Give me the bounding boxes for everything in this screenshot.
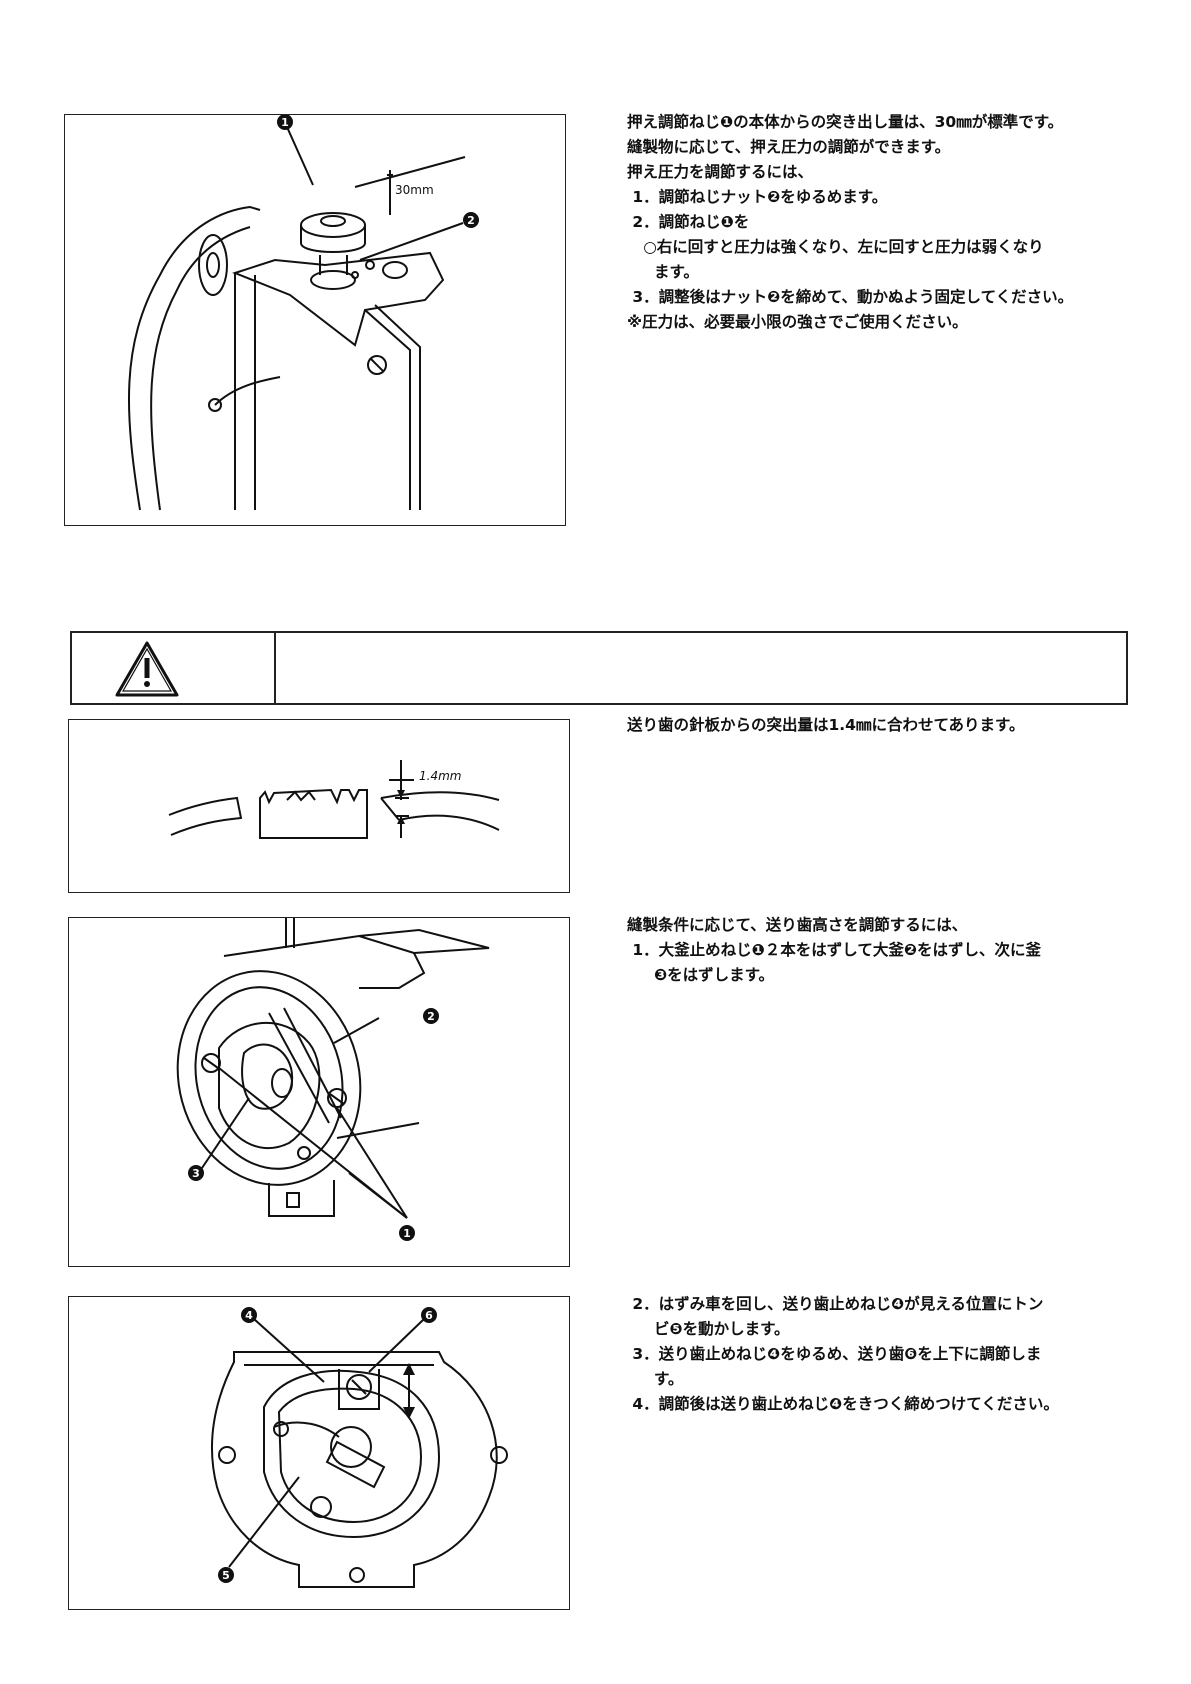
instruction-line: 1．大釜止めねじ❶２本をはずして大釜❷をはずし、次に釜 xyxy=(627,941,1041,959)
warning-icon-cell xyxy=(72,633,276,703)
instruction-line: ○右に回すと圧力は強くなり、左に回すと圧力は弱くなり xyxy=(627,238,1044,256)
feed-dog-adjust-figure: 4 6 5 xyxy=(68,1296,570,1610)
callout-marker-1: 1 xyxy=(277,115,293,130)
instruction-line: 押え調節ねじ❶の本体からの突き出し量は、30㎜が標準です。 xyxy=(627,113,1064,131)
instruction-line: 4．調節後は送り歯止めねじ❹をきつく締めつけてください。 xyxy=(627,1395,1059,1413)
feed-dog-height-figure: 1.4mm xyxy=(68,719,570,893)
svg-text:2: 2 xyxy=(427,1010,435,1023)
callout-marker-6: 6 xyxy=(421,1307,437,1323)
hook-removal-figure: 2 3 1 xyxy=(68,917,570,1267)
svg-text:4: 4 xyxy=(245,1309,253,1322)
instruction-line: 縫製物に応じて、押え圧力の調節ができます。 xyxy=(627,138,951,156)
instruction-line: 1．調節ねじナット❷をゆるめます。 xyxy=(627,188,888,206)
instruction-line: 押え圧力を調節するには、 xyxy=(627,163,814,181)
instruction-line: ビ❺を動かします。 xyxy=(627,1320,790,1338)
svg-text:2: 2 xyxy=(467,214,475,227)
callout-marker-5: 5 xyxy=(218,1567,234,1583)
feed-dog-adjust-illustration: 4 6 5 xyxy=(211,1307,508,1588)
presser-adjust-instructions: 押え調節ねじ❶の本体からの突き出し量は、30㎜が標準です。 縫製物に応じて、押え… xyxy=(627,110,1073,335)
svg-text:5: 5 xyxy=(222,1569,230,1582)
callout-marker-2: 2 xyxy=(463,212,479,228)
instruction-line: 3．送り歯止めねじ❹をゆるめ、送り歯❻を上下に調節しま xyxy=(627,1345,1042,1363)
instruction-line: 縫製条件に応じて、送り歯高さを調節するには、 xyxy=(627,916,968,934)
dimension-label-30mm: 30mm xyxy=(395,183,434,197)
instruction-line: 送り歯の針板からの突出量は1.4㎜に合わせてあります。 xyxy=(627,716,1025,734)
callout-marker-1: 1 xyxy=(399,1225,415,1241)
instruction-line: す。 xyxy=(627,1370,684,1388)
presser-adjust-illustration: 30mm 1 2 xyxy=(127,115,479,511)
instruction-line: 3．調整後はナット❷を締めて、動かぬよう固定してください。 xyxy=(627,288,1074,306)
hook-removal-illustration: 2 3 1 xyxy=(176,918,490,1241)
warning-text xyxy=(276,633,1126,703)
callout-marker-3: 3 xyxy=(188,1165,204,1181)
instruction-line: ❸をはずします。 xyxy=(627,966,775,984)
feed-dog-adjust-instructions: 2．はずみ車を回し、送り歯止めねじ❹が見える位置にトン ビ❺を動かします。 3．… xyxy=(627,1292,1059,1417)
svg-text:6: 6 xyxy=(425,1309,433,1322)
svg-text:1: 1 xyxy=(281,116,289,129)
callout-marker-4: 4 xyxy=(241,1307,257,1323)
feed-dog-height-note: 送り歯の針板からの突出量は1.4㎜に合わせてあります。 xyxy=(627,713,1024,738)
instruction-line: 2．はずみ車を回し、送り歯止めねじ❹が見える位置にトン xyxy=(627,1295,1044,1313)
callout-marker-2: 2 xyxy=(423,1008,439,1024)
presser-adjust-figure: 30mm 1 2 xyxy=(64,114,566,526)
caution-note: ※圧力は、必要最小限の強さでご使用ください。 xyxy=(627,313,968,331)
instruction-line: 2．調節ねじ❶を xyxy=(627,213,750,231)
feed-dog-height-illustration: 1.4mm xyxy=(168,760,500,839)
svg-text:3: 3 xyxy=(192,1167,200,1180)
instruction-line: ます。 xyxy=(627,263,699,281)
hook-removal-instructions: 縫製条件に応じて、送り歯高さを調節するには、 1．大釜止めねじ❶２本をはずして大… xyxy=(627,913,1041,988)
warning-triangle-icon xyxy=(115,641,179,697)
warning-box xyxy=(70,631,1128,705)
dimension-label-1-4mm: 1.4mm xyxy=(419,769,461,783)
svg-text:1: 1 xyxy=(403,1227,411,1240)
